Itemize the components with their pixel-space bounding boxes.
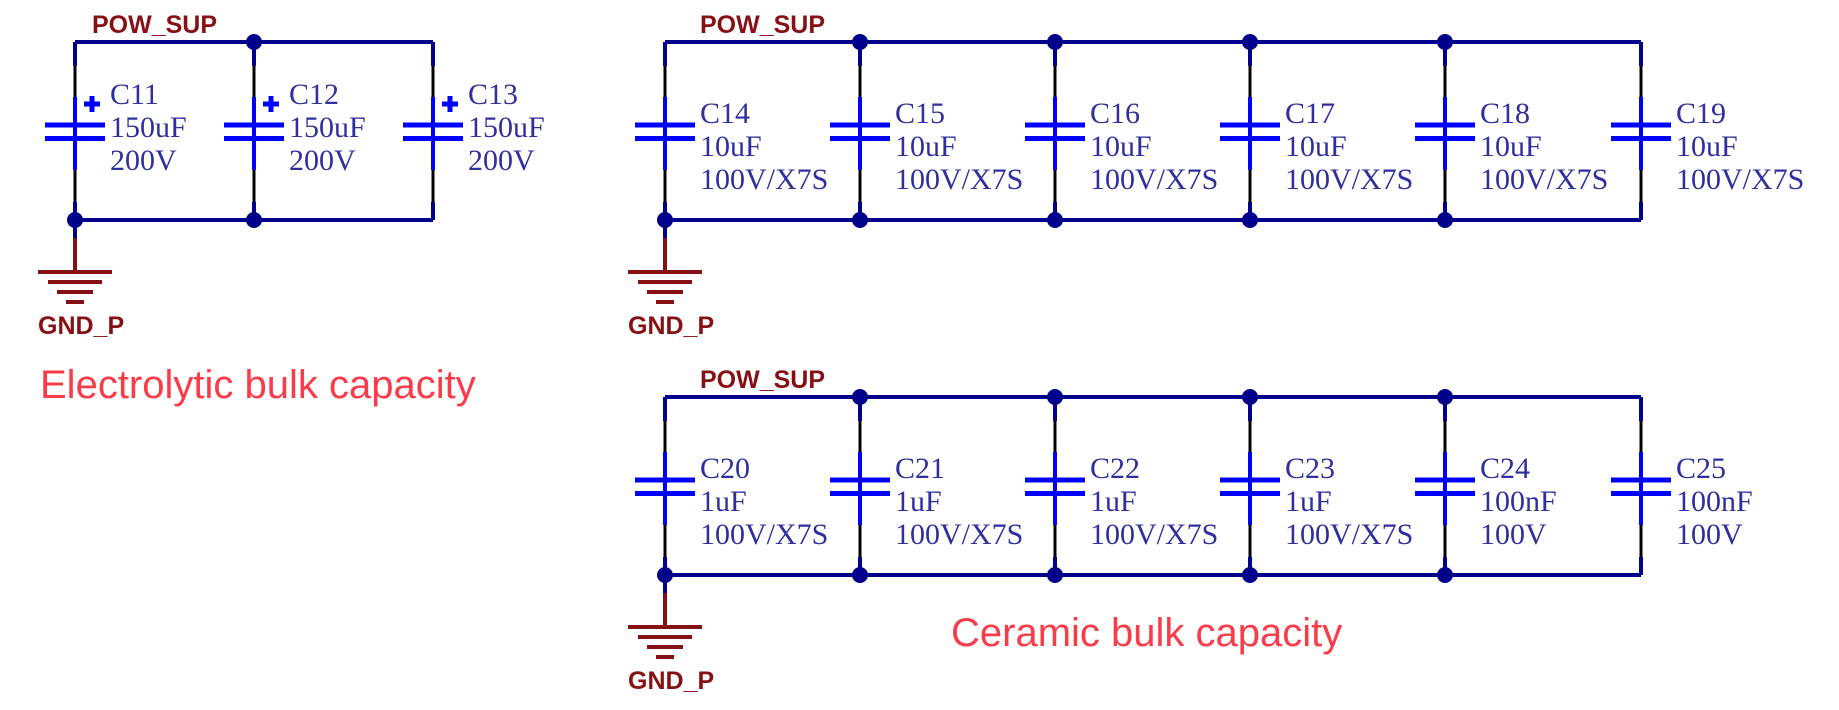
capacitor-ref-label: C16 [1090, 97, 1140, 130]
capacitor-value-label: 150uF [468, 111, 545, 144]
capacitor-rating-label: 200V [468, 144, 535, 177]
section-electrolytic-bulk: POW_SUPC11150uF200VC12150uF200VC13150uF2… [38, 11, 545, 340]
ground-symbol: GND_P [628, 575, 714, 695]
capacitor-rating-label: 100V [1676, 518, 1743, 551]
capacitor-rating-label: 200V [110, 144, 177, 177]
ground-symbol: GND_P [38, 220, 124, 340]
junction-dot [1242, 34, 1258, 50]
capacitor-ref-label: C25 [1676, 452, 1726, 485]
junction-dot [1437, 389, 1453, 405]
capacitor-ref-label: C15 [895, 97, 945, 130]
capacitor-ref-label: C20 [700, 452, 750, 485]
junction-dot [1437, 34, 1453, 50]
junction-dot [1437, 212, 1453, 228]
capacitor-rating-label: 100V/X7S [1480, 163, 1608, 196]
capacitor-value-label: 150uF [289, 111, 366, 144]
junction-dot [852, 389, 868, 405]
capacitor-rating-label: 100V/X7S [1285, 518, 1413, 551]
capacitor-rating-label: 100V/X7S [700, 518, 828, 551]
capacitor-value-label: 1uF [700, 485, 747, 518]
section-ceramic-1uf-bank: POW_SUPC201uF100V/X7SC211uF100V/X7SC221u… [628, 366, 1753, 695]
section-caption: Ceramic bulk capacity [951, 611, 1342, 655]
junction-dot [1047, 389, 1063, 405]
capacitor-ref-label: C19 [1676, 97, 1726, 130]
capacitor-ref-label: C13 [468, 78, 518, 111]
ground-net-label: GND_P [628, 667, 714, 695]
capacitor-value-label: 100nF [1480, 485, 1557, 518]
capacitor-ref-label: C21 [895, 452, 945, 485]
junction-dot [852, 567, 868, 583]
junction-dot [1437, 567, 1453, 583]
capacitor-ref-label: C12 [289, 78, 339, 111]
junction-dot [852, 34, 868, 50]
capacitor-rating-label: 100V/X7S [1676, 163, 1804, 196]
junction-dot [1242, 212, 1258, 228]
capacitor-value-label: 150uF [110, 111, 187, 144]
capacitor-rating-label: 100V [1480, 518, 1547, 551]
capacitor-rating-label: 100V/X7S [1090, 518, 1218, 551]
junction-dot [1047, 567, 1063, 583]
capacitor-ref-label: C22 [1090, 452, 1140, 485]
junction-dot [1242, 389, 1258, 405]
capacitor-value-label: 10uF [1676, 130, 1738, 163]
junction-dot [1047, 212, 1063, 228]
capacitor-value-label: 1uF [895, 485, 942, 518]
capacitor-value-label: 10uF [1285, 130, 1347, 163]
capacitor-value-label: 1uF [1285, 485, 1332, 518]
power-net-label: POW_SUP [700, 366, 825, 394]
section-caption: Electrolytic bulk capacity [40, 363, 476, 407]
junction-dot [246, 34, 262, 50]
capacitor-ref-label: C14 [700, 97, 750, 130]
ground-symbol: GND_P [628, 220, 714, 340]
capacitor-rating-label: 100V/X7S [1090, 163, 1218, 196]
section-ceramic-10uf-bank: POW_SUPC1410uF100V/X7SC1510uF100V/X7SC16… [628, 11, 1804, 340]
capacitor-value-label: 10uF [1090, 130, 1152, 163]
capacitor-rating-label: 100V/X7S [700, 163, 828, 196]
ground-net-label: GND_P [628, 312, 714, 340]
ground-net-label: GND_P [38, 312, 124, 340]
capacitor-ref-label: C24 [1480, 452, 1530, 485]
capacitor-value-label: 10uF [700, 130, 762, 163]
capacitor-ref-label: C18 [1480, 97, 1530, 130]
capacitor-rating-label: 100V/X7S [895, 518, 1023, 551]
power-net-label: POW_SUP [700, 11, 825, 39]
junction-dot [1047, 34, 1063, 50]
junction-dot [1242, 567, 1258, 583]
junction-dot [246, 212, 262, 228]
power-net-label: POW_SUP [92, 11, 217, 39]
capacitor-rating-label: 200V [289, 144, 356, 177]
capacitor-value-label: 1uF [1090, 485, 1137, 518]
capacitor-value-label: 10uF [1480, 130, 1542, 163]
capacitor-rating-label: 100V/X7S [895, 163, 1023, 196]
capacitor-ref-label: C17 [1285, 97, 1335, 130]
junction-dot [852, 212, 868, 228]
capacitor-ref-label: C11 [110, 78, 159, 111]
capacitor-rating-label: 100V/X7S [1285, 163, 1413, 196]
capacitor-value-label: 10uF [895, 130, 957, 163]
capacitor-value-label: 100nF [1676, 485, 1753, 518]
capacitor-ref-label: C23 [1285, 452, 1335, 485]
